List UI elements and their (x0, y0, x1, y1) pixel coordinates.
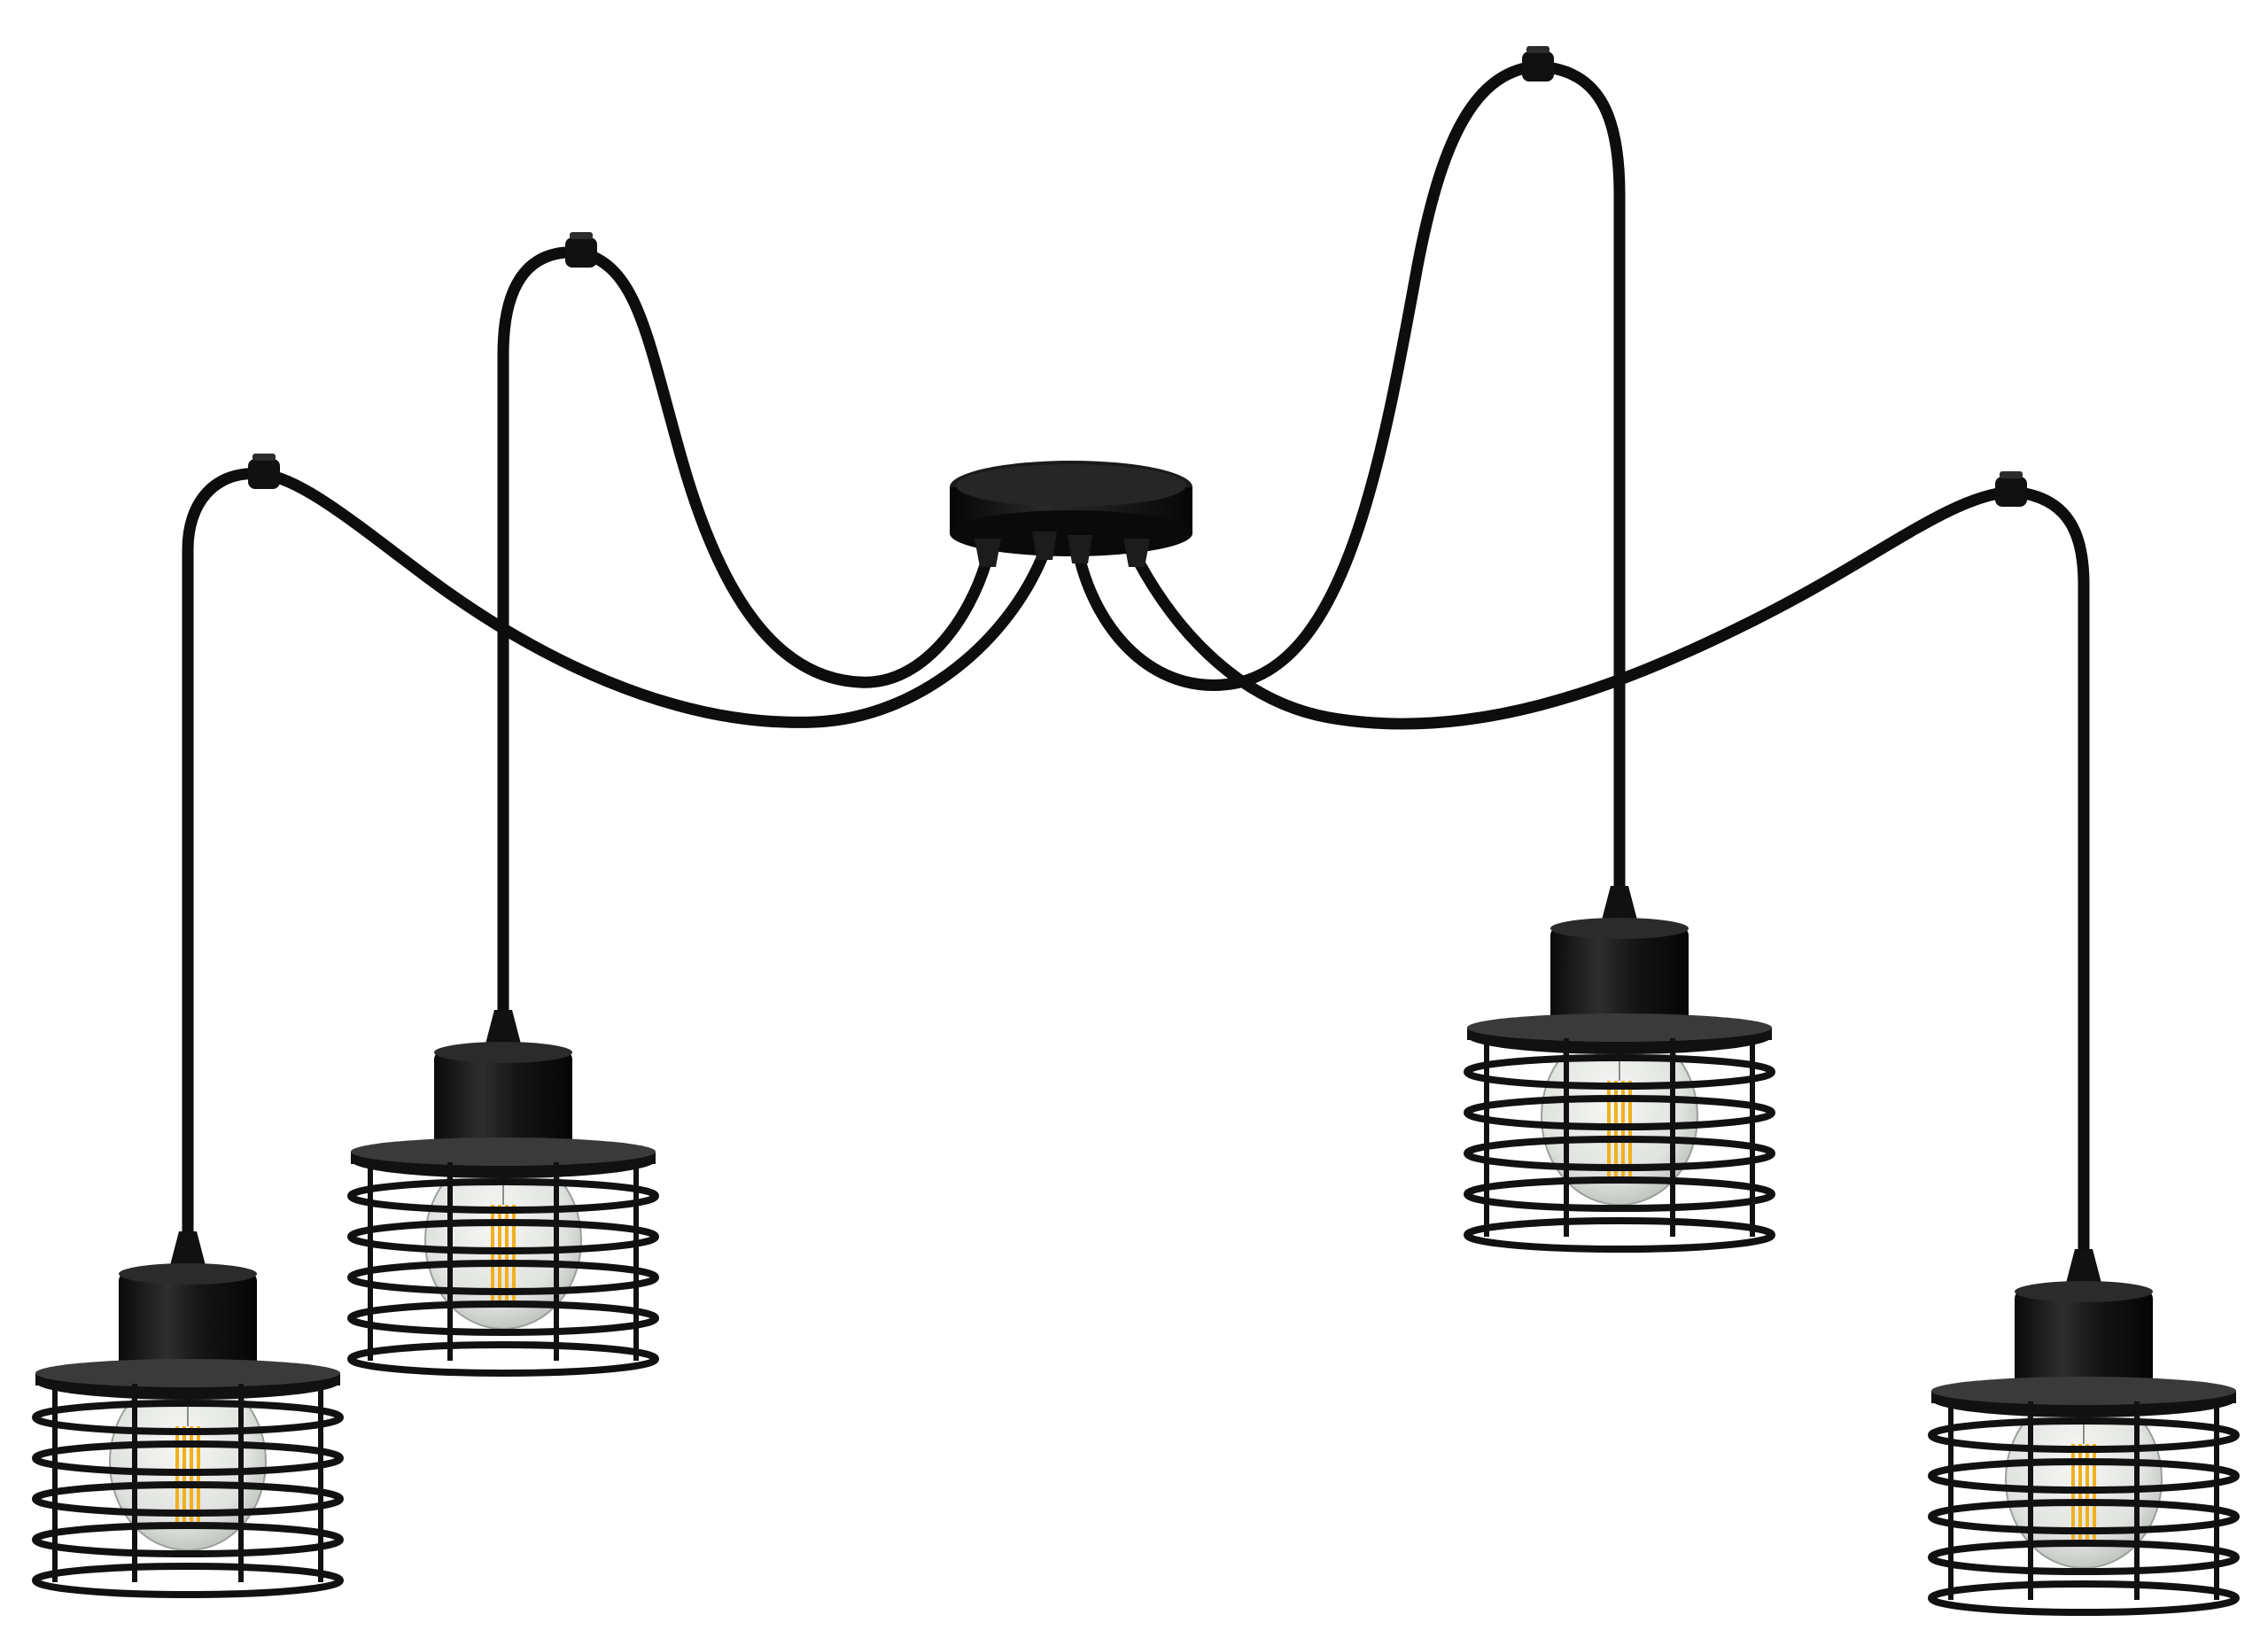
drop-cable-left (497, 246, 586, 1016)
pendant-far-left (32, 1231, 344, 1598)
cage-ring (32, 1563, 344, 1598)
shade-brim-top (1467, 1013, 1772, 1042)
drop-cable-far-left (182, 468, 268, 1238)
cage-ring (1928, 1540, 2240, 1575)
cables (182, 60, 2090, 1255)
cage-ring (1464, 1054, 1775, 1090)
socket-cup (119, 1272, 257, 1370)
cage-ring (1928, 1499, 2240, 1534)
socket-cup (2015, 1290, 2153, 1387)
hook-far-right (1995, 471, 2027, 507)
socket-cup (1550, 927, 1689, 1024)
cage-ring (347, 1178, 659, 1214)
pendant-left (347, 1010, 659, 1377)
cage-ring (1928, 1458, 2240, 1494)
cage-ring (1928, 1417, 2240, 1453)
cage-ring (1928, 1580, 2240, 1616)
drop-cable-right (1531, 60, 1626, 892)
socket-cup-top (2015, 1281, 2153, 1302)
cage-ring (1464, 1095, 1775, 1130)
cage-ring (32, 1400, 344, 1435)
drop-cable-far-right (2005, 485, 2090, 1255)
pendant-right (1464, 886, 1775, 1253)
cable-to-hook-left (574, 246, 994, 688)
cage-ring (1464, 1136, 1775, 1171)
ceiling-hooks (248, 46, 2027, 507)
cage-ring (347, 1300, 659, 1336)
socket-cup (434, 1051, 572, 1148)
strain-relief (2064, 1249, 2103, 1290)
hook-far-left (248, 454, 280, 489)
strain-relief (1600, 886, 1639, 927)
hook-left (565, 232, 597, 268)
hook-right (1522, 46, 1554, 82)
cage-ring (32, 1522, 344, 1557)
shade-brim-top (1931, 1377, 2236, 1405)
cable-to-hook-right (1073, 60, 1543, 691)
cage-ring (32, 1481, 344, 1517)
socket-cup-top (119, 1263, 257, 1285)
cable-to-hook-far-left (256, 468, 1050, 728)
cage-ring (1464, 1176, 1775, 1212)
cage-ring (1464, 1217, 1775, 1253)
cable-to-hook-far-right (1130, 485, 2017, 730)
cage-ring (32, 1440, 344, 1476)
cage-ring (347, 1260, 659, 1295)
shade-brim-top (351, 1137, 656, 1166)
socket-cup-top (434, 1042, 572, 1063)
cage-ring (347, 1219, 659, 1254)
strain-relief (168, 1231, 207, 1272)
strain-relief (484, 1010, 523, 1051)
pendant-far-right (1928, 1249, 2240, 1616)
socket-cup-top (1550, 918, 1689, 939)
shade-brim-top (35, 1359, 340, 1387)
cage-ring (347, 1341, 659, 1377)
ceiling-canopy (950, 461, 1192, 567)
